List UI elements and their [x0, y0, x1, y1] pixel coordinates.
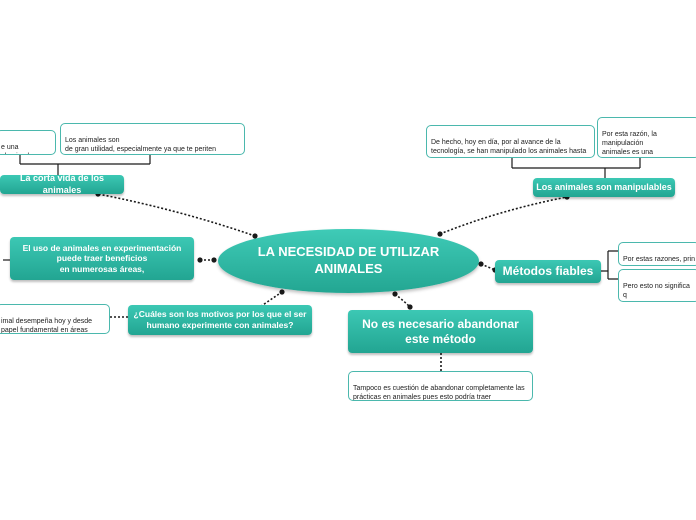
dot: [437, 231, 443, 237]
note-text: Por estas razones, prin animales es la m…: [623, 256, 695, 264]
topic-reliable-label: Métodos fiables: [502, 264, 594, 278]
connector-manipulable: [439, 196, 568, 235]
connector-not-abandon: [394, 293, 411, 308]
topic-manipulable-label: Los animales son manipulables: [536, 181, 672, 192]
topic-not-abandon-label: No es necesario abandonar este método: [362, 316, 519, 346]
topic-benefits-label: El uso de animales en experimentación pu…: [22, 242, 182, 274]
dot: [211, 257, 217, 263]
note-text: Por esta razón, la manipulación animales…: [602, 131, 657, 157]
note-text: Los animales son de gran utilidad, espec…: [65, 137, 216, 154]
note-text: e una el animal: [1, 144, 29, 154]
topic-reliable[interactable]: Métodos fiables: [495, 260, 601, 283]
note-short-life-left: e una el animal: [0, 130, 56, 155]
dot: [279, 289, 285, 295]
connector-short-life: [97, 193, 256, 237]
topic-manipulable[interactable]: Los animales son manipulables: [533, 178, 675, 197]
note-text: Tampoco es cuestión de abandonar complet…: [353, 385, 525, 401]
bracket-manipulable: [511, 158, 641, 178]
dot: [478, 261, 484, 267]
bracket-short-life: [19, 155, 151, 175]
topic-motives[interactable]: ¿Cuáles son los motivos por los que el s…: [128, 305, 312, 335]
note-manipulable-right: Por esta razón, la manipulación animales…: [597, 117, 696, 158]
central-topic[interactable]: LA NECESIDAD DE UTILIZAR ANIMALES: [218, 229, 479, 293]
note-manipulable-left: De hecho, hoy en día, por al avance de l…: [426, 125, 595, 158]
note-reliable-bottom: Pero esto no significa q indiscriminadam…: [618, 269, 696, 302]
note-text: De hecho, hoy en día, por al avance de l…: [431, 139, 587, 156]
topic-short-life-label: La corta vida de los animales: [19, 173, 105, 195]
note-not-abandon: Tampoco es cuestión de abandonar complet…: [348, 371, 533, 401]
note-text: Pero esto no significa q indiscriminadam…: [623, 283, 690, 300]
bracket-reliable: [601, 250, 618, 280]
note-reliable-top: Por estas razones, prin animales es la m…: [618, 242, 696, 266]
note-text: imal desempeña hoy y desde papel fundame…: [1, 318, 93, 334]
dot: [407, 304, 413, 310]
note-short-life-right: Los animales son de gran utilidad, espec…: [60, 123, 245, 155]
dot: [392, 291, 398, 297]
topic-motives-label: ¿Cuáles son los motivos por los que el s…: [133, 309, 307, 330]
topic-benefits[interactable]: El uso de animales en experimentación pu…: [10, 237, 194, 280]
topic-not-abandon[interactable]: No es necesario abandonar este método: [348, 310, 533, 353]
central-topic-label: LA NECESIDAD DE UTILIZAR ANIMALES: [257, 244, 440, 276]
topic-short-life[interactable]: La corta vida de los animales: [0, 173, 124, 195]
dot: [197, 257, 203, 263]
note-motives-left: imal desempeña hoy y desde papel fundame…: [0, 304, 110, 334]
